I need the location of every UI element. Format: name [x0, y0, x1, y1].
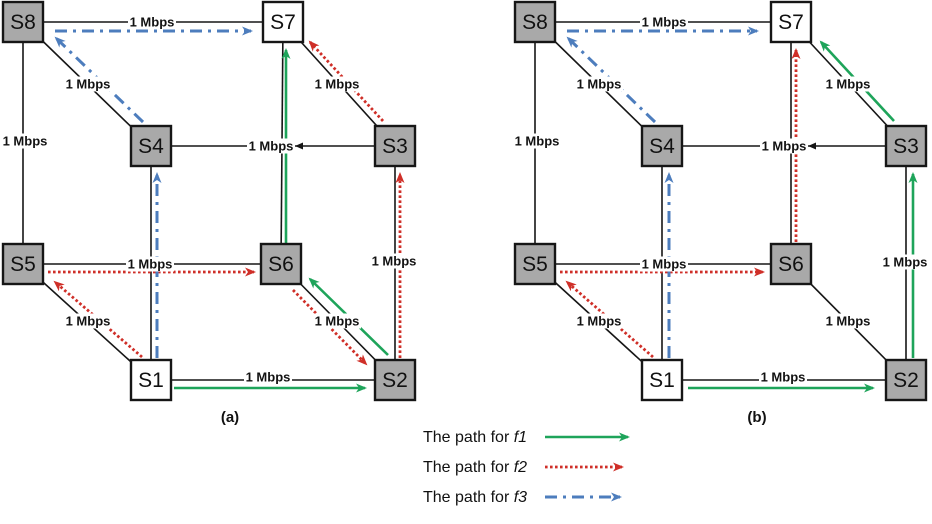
node-label-S1-b: S1 [649, 369, 675, 392]
edge-label-S8-S5-b: 1 Mbps [515, 134, 560, 149]
edges-layer [22, 21, 907, 381]
legend-label-prefix: The path for [423, 489, 514, 506]
edge-label-S7-S3-a: 1 Mbps [315, 77, 360, 92]
node-label-S2-a: S2 [382, 369, 408, 392]
edge-label-bg [1, 133, 49, 149]
edge-label-S4-S3-b: 1 Mbps [762, 139, 807, 154]
node-S3-a [373, 124, 417, 168]
edge-label-bg [247, 138, 295, 154]
legend-flow-name: f1 [514, 429, 527, 446]
node-label-S2-b: S2 [893, 369, 919, 392]
node-label-S6-a: S6 [268, 253, 294, 276]
edge-labels-layer: 1 Mbps 1 Mbps 1 Mbps 1 Mbps 1 Mbps 1 Mbps 1 Mb… [1, 14, 929, 385]
edge-label-bg [640, 256, 688, 272]
edge-label-bg [64, 76, 112, 92]
node-label-S8-b: S8 [522, 11, 548, 34]
caption-b: (b) [747, 409, 766, 426]
legend-label-prefix: The path for [423, 429, 514, 446]
edge-label-bg [513, 133, 561, 149]
edge-label-S1-S2-a: 1 Mbps [246, 370, 291, 385]
node-S2-b [884, 358, 928, 402]
edge-label-bg [759, 369, 807, 385]
edge-label-bg [760, 138, 808, 154]
legend-label-f3: The path for f3 [423, 489, 527, 506]
edge-label-S5-S1-a: 1 Mbps [66, 314, 111, 329]
edge-label-bg [640, 14, 688, 30]
edge-label-S8-S4-b: 1 Mbps [577, 77, 622, 92]
edge-label-bg [313, 313, 361, 329]
node-S7-a [261, 0, 305, 44]
edge-label-bg [126, 256, 174, 272]
edge-label-S4-S3-a: 1 Mbps [249, 139, 294, 154]
line-arrowhead-artifact [808, 142, 816, 150]
node-S4-a [129, 124, 173, 168]
node-label-S4-b: S4 [649, 135, 675, 158]
legend-flow-name: f2 [514, 459, 527, 476]
edge-label-bg [824, 76, 872, 92]
flow-paths-layer [48, 26, 918, 393]
node-label-S7-b: S7 [778, 11, 804, 34]
edge-label-S3-S2-a: 1 Mbps [372, 254, 417, 269]
edge-label-S8-S7-a: 1 Mbps [130, 15, 175, 30]
node-S1-b [640, 358, 684, 402]
edge-label-S5-S1-b: 1 Mbps [577, 314, 622, 329]
edge-label-bg [881, 254, 929, 270]
caption-a: (a) [221, 409, 239, 426]
node-S7-b [769, 0, 813, 44]
node-label-S4-a: S4 [138, 135, 164, 158]
edge-label-bg [313, 76, 361, 92]
legend-label-f2: The path for f2 [423, 459, 527, 476]
node-S8-b [513, 0, 557, 44]
edge-label-bg [575, 313, 623, 329]
node-label-S6-b: S6 [778, 253, 804, 276]
edge-label-bg [128, 14, 176, 30]
edge-label-bg [824, 313, 872, 329]
edge-label-S8-S5-a: 1 Mbps [3, 134, 48, 149]
node-S6-a [259, 242, 303, 286]
edge-label-S7-S3-b: 1 Mbps [826, 77, 871, 92]
legend-label-prefix: The path for [423, 459, 514, 476]
edge-label-S8-S7-b: 1 Mbps [642, 15, 687, 30]
node-S5-b [513, 242, 557, 286]
node-label-S3-b: S3 [893, 135, 919, 158]
edge-label-S6-S2-a: 1 Mbps [315, 314, 360, 329]
edge-label-bg [370, 253, 418, 269]
edge-label-S3-S2-b: 1 Mbps [883, 255, 928, 270]
legend-flow-name: f3 [514, 489, 527, 506]
edge-label-bg [575, 76, 623, 92]
node-label-S5-b: S5 [522, 253, 548, 276]
edge-label-S5-S6-a: 1 Mbps [128, 257, 173, 272]
edge-label-S1-S2-b: 1 Mbps [761, 370, 806, 385]
edge-label-bg [64, 313, 112, 329]
node-label-S3-a: S3 [382, 135, 408, 158]
node-S2-a [373, 358, 417, 402]
node-label-S8-a: S8 [10, 11, 36, 34]
node-S4-b [640, 124, 684, 168]
node-S3-b [884, 124, 928, 168]
node-S1-a [129, 358, 173, 402]
node-S6-b [769, 242, 813, 286]
node-S8-a [1, 0, 45, 44]
node-S5-a [1, 242, 45, 286]
node-label-S5-a: S5 [10, 253, 36, 276]
node-label-S1-a: S1 [138, 369, 164, 392]
edge-label-S5-S6-b: 1 Mbps [642, 257, 687, 272]
edge-label-S6-S2-b: 1 Mbps [826, 314, 871, 329]
edge-label-S8-S4-a: 1 Mbps [66, 77, 111, 92]
line-arrowhead-artifact [295, 142, 303, 150]
legend-label-f1: The path for f1 [423, 429, 527, 446]
edge-label-bg [244, 369, 292, 385]
node-label-S7-a: S7 [270, 11, 296, 34]
